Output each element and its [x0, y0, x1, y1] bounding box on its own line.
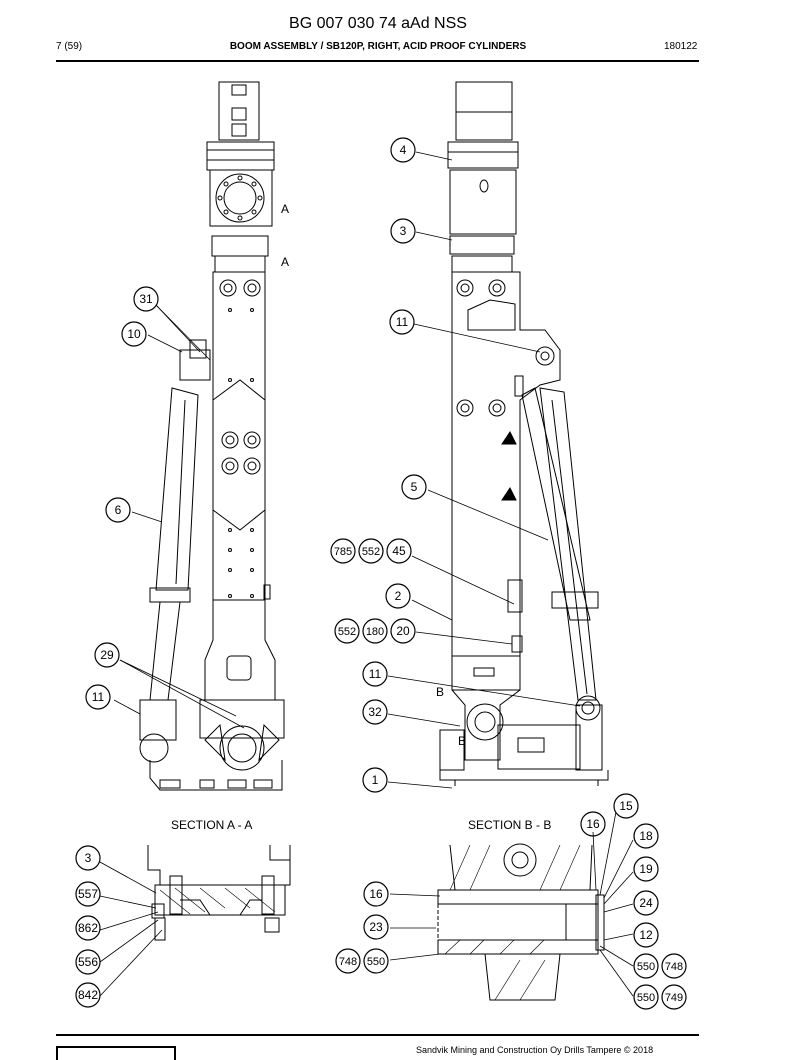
callouts	[75, 137, 687, 1010]
leader-lines	[99, 151, 634, 997]
callout-3: 3	[400, 224, 407, 238]
callout-11-upper: 11	[396, 315, 409, 329]
callout-20: 20	[396, 624, 410, 638]
callout-748-right: 748	[665, 961, 683, 973]
section-aa-drawing	[147, 845, 291, 941]
callout-15: 15	[619, 799, 633, 813]
callout-557: 557	[78, 887, 98, 901]
callout-24: 24	[639, 896, 653, 910]
footer-rule	[56, 1034, 699, 1036]
document-date: 180122	[664, 41, 698, 52]
section-bb-label: SECTION B - B	[468, 818, 552, 832]
view-letter-b-lower: B	[458, 734, 466, 748]
callout-1: 1	[372, 773, 379, 787]
callout-862: 862	[78, 921, 98, 935]
callout-842: 842	[78, 988, 98, 1002]
header-rule	[56, 60, 699, 62]
callout-6: 6	[115, 503, 122, 517]
document-title: BG 007 030 74 aAd NSS	[289, 15, 467, 32]
callout-11-lower: 11	[369, 667, 382, 681]
callout-4: 4	[400, 143, 407, 157]
callout-18: 18	[639, 829, 653, 843]
callout-23: 23	[369, 920, 383, 934]
callout-10: 10	[127, 327, 141, 341]
callout-12: 12	[639, 928, 653, 942]
callout-45: 45	[392, 544, 406, 558]
callout-labels: 31 10 6 29 11 4 3 11 5 785 552 45 2 552 …	[78, 143, 683, 1004]
callout-749: 749	[665, 992, 683, 1004]
callout-180: 180	[366, 626, 384, 638]
callout-11-left: 11	[92, 690, 105, 704]
callout-19: 19	[639, 862, 653, 876]
right-view	[439, 81, 609, 786]
callout-2: 2	[395, 589, 402, 603]
callout-550-right-a: 550	[637, 961, 655, 973]
callout-5: 5	[411, 480, 418, 494]
callout-785: 785	[334, 546, 352, 558]
page-number: 7 (59)	[56, 41, 83, 52]
callout-550-left: 550	[367, 956, 385, 968]
section-bb-drawing	[437, 843, 605, 1001]
section-aa-label: SECTION A - A	[171, 818, 253, 832]
view-letter-a-upper: A	[281, 202, 289, 216]
view-letter-b-upper: B	[436, 685, 444, 699]
callout-32: 32	[368, 705, 382, 719]
footer-copyright: Sandvik Mining and Construction Oy Drill…	[416, 1045, 654, 1055]
callout-552-b: 552	[338, 626, 356, 638]
callout-16-left: 16	[369, 887, 383, 901]
left-view	[139, 81, 285, 791]
callout-16-top: 16	[586, 817, 600, 831]
callout-748-left: 748	[339, 956, 357, 968]
callout-aa-3: 3	[85, 851, 92, 865]
sandvik-logo	[56, 1046, 176, 1060]
view-letter-a-lower: A	[281, 255, 289, 269]
drawing-description: BOOM ASSEMBLY / SB120P, RIGHT, ACID PROO…	[229, 41, 527, 52]
callout-29: 29	[100, 648, 114, 662]
callout-556: 556	[78, 955, 98, 969]
callout-552-a: 552	[362, 546, 380, 558]
callout-31: 31	[139, 292, 153, 306]
callout-550-right-b: 550	[637, 992, 655, 1004]
